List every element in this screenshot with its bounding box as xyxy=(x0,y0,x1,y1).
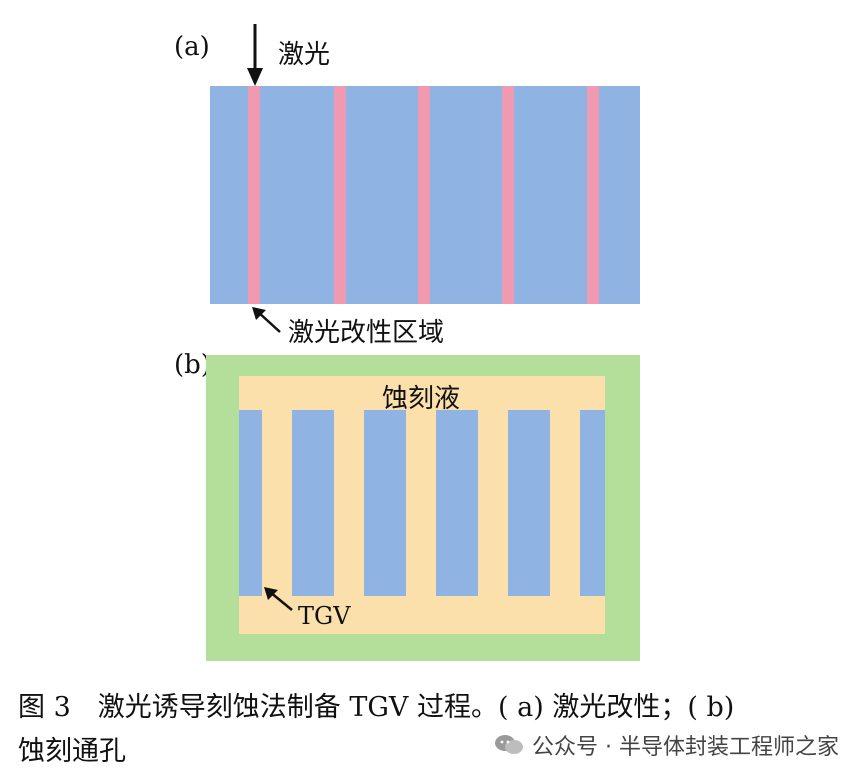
caption-line-2: 蚀刻通孔 xyxy=(18,736,126,767)
watermark-text: 公众号 · 半导体封装工程师之家 xyxy=(532,735,839,760)
panel-b-tag: (b) xyxy=(174,350,211,380)
caption-line-1: 图 3 激光诱导刻蚀法制备 TGV 过程。( a) 激光改性；( b) xyxy=(18,692,735,723)
laser-arrow-icon xyxy=(247,24,263,86)
wechat-icon xyxy=(495,735,524,754)
laser-modified-stripe xyxy=(587,86,599,304)
laser-modified-stripe xyxy=(334,86,346,304)
tgv-label: TGV xyxy=(298,602,351,630)
figure-caption: 图 3 激光诱导刻蚀法制备 TGV 过程。( a) 激光改性；( b) 蚀刻通孔 xyxy=(18,686,818,774)
glass-pillar xyxy=(436,410,478,596)
glass-pillar xyxy=(364,410,406,596)
modified-region-label: 激光改性区域 xyxy=(288,318,445,348)
panel-a-tag: (a) xyxy=(174,32,210,62)
glass-pillar xyxy=(508,410,550,596)
glass-pillar xyxy=(580,410,605,596)
laser-modified-stripe xyxy=(418,86,430,304)
laser-modified-stripe xyxy=(248,86,260,304)
glass-substrate xyxy=(210,86,640,304)
watermark: 公众号 · 半导体封装工程师之家 xyxy=(494,729,839,761)
laser-label: 激光 xyxy=(278,40,331,70)
glass-pillar xyxy=(292,410,334,596)
laser-modified-stripe xyxy=(502,86,514,304)
etchant-bath xyxy=(239,376,605,634)
modified-region-arrow-icon xyxy=(252,307,281,333)
etchant-label: 蚀刻液 xyxy=(382,384,461,414)
tgv-arrow-icon xyxy=(264,587,293,611)
glass-pillar xyxy=(239,410,262,596)
